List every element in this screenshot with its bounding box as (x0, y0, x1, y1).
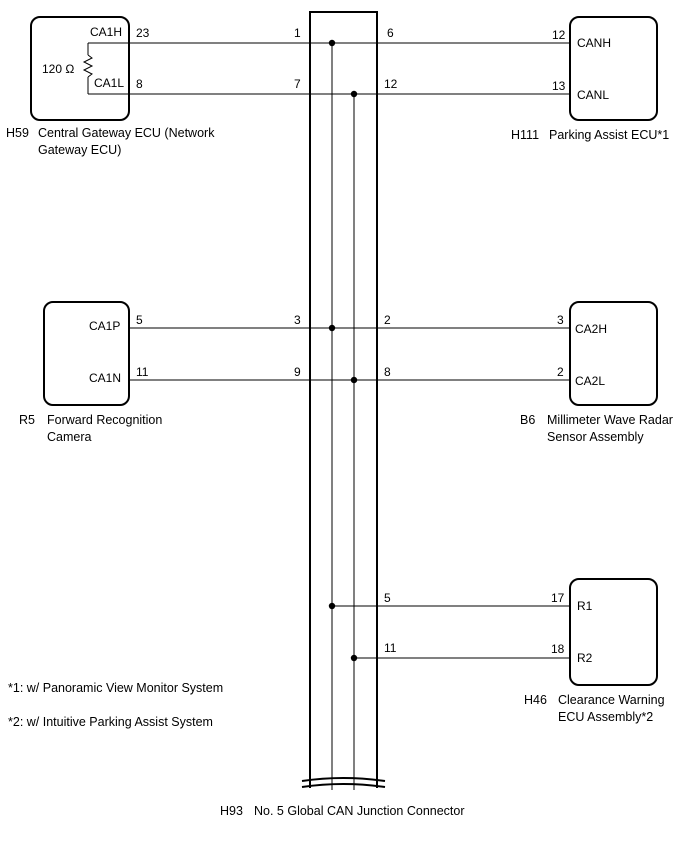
pin-number: 8 (136, 77, 143, 91)
resistor-label: 120 Ω (42, 62, 74, 76)
pin-number: 9 (294, 365, 301, 379)
break-mark (301, 777, 386, 788)
pin-number: 2 (557, 365, 564, 379)
pin-number: 3 (557, 313, 564, 327)
pin-number: 13 (552, 79, 566, 93)
radar-name-line2: Sensor Assembly (547, 430, 644, 444)
pin-number: 11 (384, 641, 397, 655)
parking-assist-ecu: CANH CANL H111 Parking Assist ECU*1 (511, 16, 669, 142)
splice-dot (328, 324, 336, 332)
footnotes: *1: w/ Panoramic View Monitor System *2:… (8, 681, 223, 729)
radar-sensor: CA2H CA2L B6 Millimeter Wave Radar Senso… (520, 301, 673, 444)
pin-number: 7 (294, 77, 301, 91)
pin-number: 1 (294, 26, 301, 40)
radar-code: B6 (520, 413, 535, 427)
pin-number: 3 (294, 313, 301, 327)
parking-assist-name: Parking Assist ECU*1 (549, 128, 669, 142)
splice-dot (350, 90, 358, 98)
gateway-code: H59 (6, 126, 29, 140)
camera-code: R5 (19, 413, 35, 427)
terminal-label: CA1N (89, 371, 121, 385)
junction-code: H93 (220, 804, 243, 818)
wires (88, 42, 570, 659)
terminal-label: CANL (577, 88, 609, 102)
splice-dot (328, 602, 336, 610)
splice-dot (350, 654, 358, 662)
terminal-label: CA2L (575, 374, 605, 388)
radar-name-line1: Millimeter Wave Radar (547, 413, 673, 427)
gateway-name-line1: Central Gateway ECU (Network (38, 126, 215, 140)
pin-number: 12 (384, 77, 398, 91)
clearance-code: H46 (524, 693, 547, 707)
terminal-label: R2 (577, 651, 593, 665)
component-pin-numbers: 23 8 12 13 5 11 3 2 17 18 (136, 26, 566, 656)
clearance-warning-ecu: R1 R2 H46 Clearance Warning ECU Assembly… (524, 578, 665, 724)
parking-assist-code: H111 (511, 128, 539, 142)
forward-camera: CA1P CA1N R5 Forward Recognition Camera (19, 301, 162, 444)
resistor-symbol (82, 54, 94, 78)
pin-number: 8 (384, 365, 391, 379)
terminal-label: CA1L (94, 76, 124, 90)
terminal-label: CANH (577, 36, 611, 50)
splice-dot (350, 376, 358, 384)
gateway-name-line2: Gateway ECU) (38, 143, 121, 157)
footnote: *2: w/ Intuitive Parking Assist System (8, 715, 213, 729)
splice-dot (328, 39, 336, 47)
terminal-label: CA1H (90, 25, 122, 39)
pin-number: 23 (136, 26, 150, 40)
clearance-name-line1: Clearance Warning (558, 693, 665, 707)
pin-number: 12 (552, 28, 566, 42)
gateway-ecu: CA1H CA1L 120 Ω H59 Central Gateway ECU … (6, 16, 215, 157)
pin-number: 11 (136, 365, 149, 379)
pin-number: 6 (387, 26, 394, 40)
junction-connector: H93 No. 5 Global CAN Junction Connector (220, 11, 465, 818)
terminal-label: CA2H (575, 322, 607, 336)
camera-name-line1: Forward Recognition (47, 413, 162, 427)
junction-name: No. 5 Global CAN Junction Connector (254, 804, 465, 818)
pin-number: 2 (384, 313, 391, 327)
terminal-label: R1 (577, 599, 593, 613)
splice-points (328, 39, 358, 662)
junction-pin-numbers: 1 7 3 9 6 12 2 8 5 11 (294, 26, 398, 655)
pin-number: 17 (551, 591, 565, 605)
footnote: *1: w/ Panoramic View Monitor System (8, 681, 223, 695)
pin-number: 5 (136, 313, 143, 327)
terminal-label: CA1P (89, 319, 120, 333)
pin-number: 18 (551, 642, 565, 656)
camera-name-line2: Camera (47, 430, 92, 444)
clearance-name-line2: ECU Assembly*2 (558, 710, 653, 724)
pin-number: 5 (384, 591, 391, 605)
